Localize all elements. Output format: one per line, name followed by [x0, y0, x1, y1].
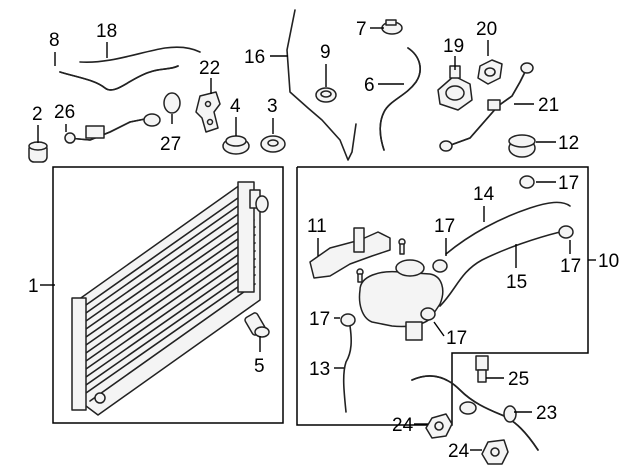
reservoir-bracket-drawing	[309, 227, 406, 283]
reservoir-group-box	[296, 166, 589, 426]
callout-21: 21	[538, 95, 559, 116]
callout-3: 3	[267, 96, 278, 117]
sensor-25-drawing	[475, 355, 489, 383]
callout-15: 15	[506, 272, 527, 293]
reservoir-tank-drawing	[358, 259, 444, 341]
leader-lines	[37, 27, 596, 451]
hose-18-drawing	[79, 46, 201, 64]
callout-17-top: 17	[558, 173, 579, 194]
callout-22: 22	[199, 58, 220, 79]
coolant-pipe-drawing	[411, 375, 539, 451]
clip-17-drawings	[340, 175, 574, 327]
water-outlet-drawing	[439, 62, 534, 152]
callout-27: 27	[160, 134, 181, 155]
hose-15-drawing	[439, 231, 561, 307]
callout-24-lower: 24	[448, 441, 470, 462]
radiator-cap-drawing	[222, 135, 250, 155]
o-ring-drawing	[163, 92, 181, 114]
callout-6: 6	[364, 75, 375, 96]
callout-7: 7	[356, 19, 367, 40]
callout-25: 25	[508, 369, 529, 390]
callout-5: 5	[254, 356, 265, 377]
callout-11: 11	[307, 216, 327, 237]
gasket-20-drawing	[477, 59, 503, 85]
callout-14: 14	[473, 184, 495, 205]
callout-18: 18	[96, 21, 117, 42]
callout-17-mid: 17	[434, 216, 455, 237]
hose-6-drawing	[379, 47, 421, 151]
callout-2: 2	[32, 104, 43, 125]
callout-13: 13	[309, 359, 330, 380]
callout-23: 23	[536, 403, 557, 424]
callout-19: 19	[443, 36, 464, 57]
callout-17-left: 17	[309, 309, 330, 330]
callout-9: 9	[320, 42, 331, 63]
callout-24-upper: 24	[392, 415, 414, 436]
bracket-22-drawing	[195, 91, 221, 133]
seal-3-drawing	[260, 135, 286, 153]
clamp-9-drawing	[315, 87, 337, 103]
gasket-24-drawings	[425, 413, 509, 465]
hose-13-drawing	[342, 325, 352, 413]
callout-16: 16	[244, 47, 265, 68]
radiator-drawing	[71, 181, 269, 416]
callout-1: 1	[28, 276, 39, 297]
clamp-7-drawing	[381, 19, 403, 35]
outlet-pipe-drawing	[64, 113, 161, 144]
callout-8: 8	[49, 30, 60, 51]
radiator-group-box	[52, 166, 284, 424]
thermostat-housing-drawing	[437, 65, 473, 111]
callout-12: 12	[558, 133, 579, 154]
drain-plug-drawing	[244, 312, 270, 338]
callout-17-bottom: 17	[446, 328, 467, 349]
callout-17-right: 17	[560, 256, 581, 277]
callout-20: 20	[476, 19, 497, 40]
hose-14-drawing	[445, 201, 571, 255]
callout-10: 10	[598, 251, 619, 272]
callout-26: 26	[54, 102, 75, 123]
callout-labels: 1 2 3 4 5 6 7 8 9 10 11 12 13 14 15 16 1…	[28, 19, 619, 462]
tube-16-drawing	[286, 9, 357, 161]
callout-4: 4	[230, 96, 241, 117]
sensor-2-drawing	[28, 141, 48, 163]
reservoir-cap-drawing	[508, 134, 536, 158]
